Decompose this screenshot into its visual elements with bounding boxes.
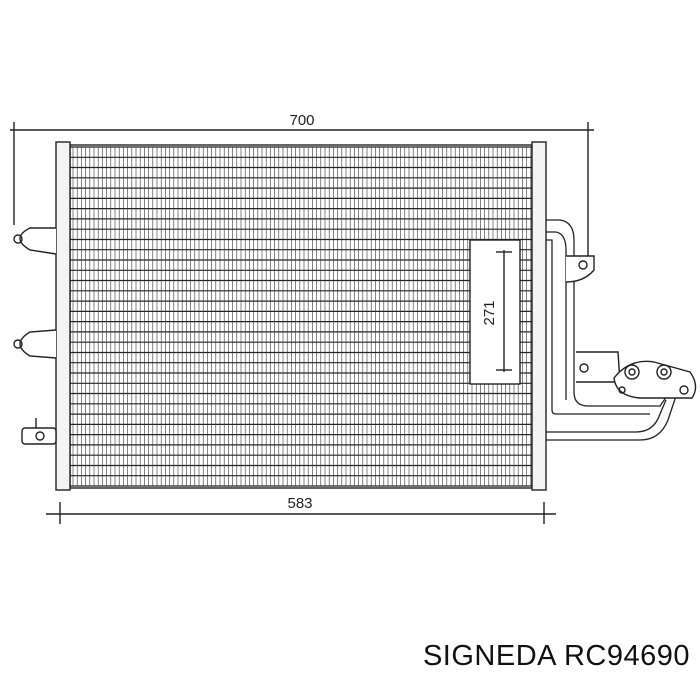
right-upper-bracket	[565, 255, 595, 283]
refrigerant-pipes	[546, 219, 677, 441]
condenser-core	[69, 144, 533, 489]
right-header-tank	[531, 141, 547, 491]
overall-width-dimension	[10, 122, 594, 258]
left-header-tank	[55, 141, 71, 491]
brand-name: SIGNEDA	[422, 640, 556, 672]
core-height-label: 271	[481, 300, 498, 325]
left-upper-bracket	[13, 227, 57, 255]
core-height-dimension	[469, 239, 521, 385]
part-number: RC94690	[563, 640, 690, 672]
drier-fitting	[21, 418, 57, 445]
product-caption: SIGNEDA RC94690	[423, 640, 690, 673]
core-width-label: 583	[287, 495, 312, 512]
left-lower-bracket	[13, 329, 57, 359]
right-lower-bracket	[576, 351, 621, 383]
overall-width-label: 700	[289, 112, 314, 129]
core-width-dimension	[46, 502, 556, 524]
pipe-connector-block	[613, 360, 697, 399]
